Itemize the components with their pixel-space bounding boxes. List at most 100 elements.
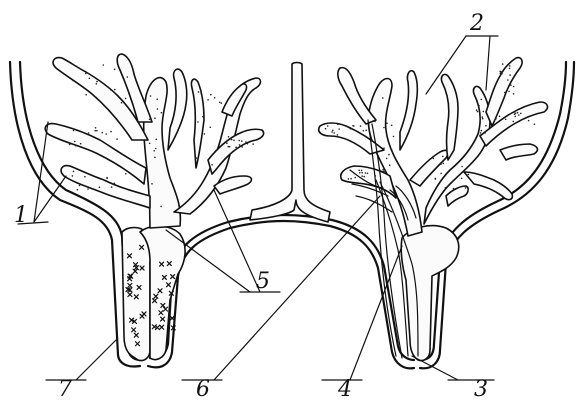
stipple-dot <box>111 186 113 188</box>
stipple-dot <box>350 128 352 130</box>
stipple-dot <box>149 119 151 121</box>
stipple-dot <box>502 63 504 65</box>
stipple-dot <box>528 120 530 122</box>
stipple-dot <box>520 113 522 115</box>
stipple-dot <box>363 130 365 132</box>
stipple-dot <box>509 74 511 76</box>
stipple-dot <box>484 132 486 134</box>
stipple-dot <box>393 136 395 138</box>
stipple-dot <box>238 140 240 142</box>
stipple-dot <box>85 94 87 96</box>
stipple-dot <box>337 134 339 136</box>
stipple-dot <box>383 147 385 149</box>
stipple-dot <box>389 164 391 166</box>
stipple-dot <box>515 113 517 115</box>
stipple-dot <box>481 99 483 101</box>
stipple-dot <box>211 164 213 166</box>
central-duct <box>250 63 330 223</box>
stipple-dot <box>228 136 230 138</box>
stipple-dot <box>79 185 81 187</box>
stipple-dot <box>127 76 129 78</box>
stipple-dot <box>210 94 212 96</box>
stipple-dot <box>499 116 501 118</box>
stipple-dot <box>200 93 202 95</box>
stipple-dot <box>518 114 520 116</box>
stipple-dot <box>504 92 506 94</box>
stipple-dot <box>466 174 468 176</box>
stipple-dot <box>510 84 512 86</box>
stipple-dot <box>196 157 198 159</box>
stipple-dot <box>99 186 101 188</box>
stipple-dot <box>386 158 388 160</box>
stipple-dot <box>507 79 509 81</box>
stipple-dot <box>358 170 360 172</box>
stipple-dot <box>453 188 455 190</box>
label-7: 7 <box>58 377 72 402</box>
stipple-dot <box>476 109 478 111</box>
stipple-dot <box>338 128 340 130</box>
stipple-dot <box>94 130 96 132</box>
stipple-dot <box>361 175 363 177</box>
stipple-dot <box>361 172 363 174</box>
stipple-dot <box>252 143 254 145</box>
stipple-dot <box>114 69 116 71</box>
stipple-dot <box>435 178 437 180</box>
stipple-dot <box>148 195 150 197</box>
stipple-dot <box>353 125 355 127</box>
stipple-dot <box>360 125 362 127</box>
stipple-dot <box>69 144 71 146</box>
stipple-dot <box>110 131 112 133</box>
stipple-dot <box>75 145 77 147</box>
stipple-dot <box>505 119 507 121</box>
stipple-dot <box>440 173 442 175</box>
stipple-dot <box>509 68 511 70</box>
stipple-dot <box>247 143 249 145</box>
stipple-dot <box>197 121 199 123</box>
stipple-dot <box>102 132 104 134</box>
stipple-dot <box>241 140 243 142</box>
stipple-dot <box>231 139 233 141</box>
stipple-dot <box>80 143 82 145</box>
stipple-dot <box>365 129 367 131</box>
right-gland-sinus <box>401 226 459 361</box>
stipple-dot <box>509 65 511 67</box>
stipple-dot <box>440 163 442 165</box>
stipple-dot <box>235 146 237 148</box>
stipple-dot <box>384 170 386 172</box>
stipple-dot <box>382 169 384 171</box>
stipple-dot <box>114 89 116 91</box>
stipple-dot <box>85 186 87 188</box>
stipple-dot <box>515 116 517 118</box>
stipple-dot <box>73 130 75 132</box>
stipple-dot <box>110 89 112 91</box>
stipple-dot <box>359 172 361 174</box>
stipple-dot <box>348 178 350 180</box>
stipple-dot <box>332 130 334 132</box>
stipple-dot <box>96 97 98 99</box>
stipple-dot <box>204 133 206 135</box>
stipple-dot <box>465 187 467 189</box>
stipple-dot <box>365 172 367 174</box>
stipple-dot <box>150 95 152 97</box>
stipple-dot <box>508 91 510 93</box>
stipple-dot <box>391 125 393 127</box>
stipple-dot <box>96 83 98 85</box>
stipple-dot <box>333 132 335 134</box>
right-gland <box>319 58 548 361</box>
stipple-dot <box>210 127 212 129</box>
stipple-dot <box>383 127 385 129</box>
stipple-dot <box>480 132 482 134</box>
stipple-dot <box>155 148 157 150</box>
stipple-dot <box>478 105 480 107</box>
stipple-dot <box>226 142 228 144</box>
stipple-dot <box>207 99 209 101</box>
stipple-dot <box>200 89 202 91</box>
stipple-dot <box>325 128 327 130</box>
stipple-dot <box>121 102 123 104</box>
stipple-dot <box>72 175 74 177</box>
stipple-dot <box>486 109 488 111</box>
stipple-dot <box>500 71 502 73</box>
stipple-dot <box>534 123 536 125</box>
